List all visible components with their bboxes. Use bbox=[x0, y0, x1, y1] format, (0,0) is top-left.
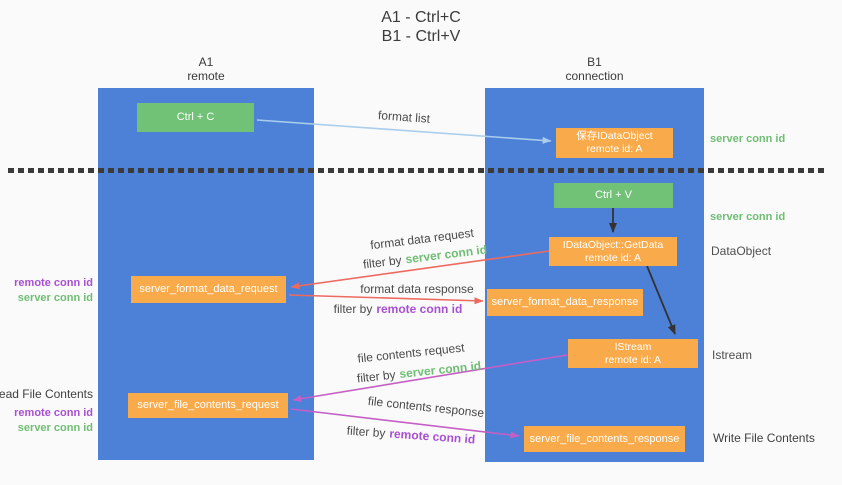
side-label-istream: Istream bbox=[712, 348, 753, 362]
node-idataobject-getdata-line2: remote id: A bbox=[584, 251, 642, 264]
lane-a1-role: remote bbox=[187, 69, 225, 83]
node-idataobject-getdata-line1: IDataObject::GetData bbox=[562, 238, 664, 251]
lane-a1-name: A1 bbox=[198, 55, 214, 69]
side-label-server-conn-id-format: server conn id bbox=[17, 292, 93, 304]
node-server-format-data-request: server_format_data_request bbox=[131, 276, 286, 303]
node-ctrl-v: Ctrl + V bbox=[554, 183, 673, 208]
node-ctrl-c: Ctrl + C bbox=[137, 103, 254, 132]
side-label-dataobject: DataObject bbox=[711, 244, 772, 258]
title-line-b1: B1 - Ctrl+V bbox=[381, 28, 461, 45]
filter-by-text: filter by bbox=[346, 423, 386, 441]
edge-label-format-data-response: format data response bbox=[360, 282, 474, 296]
node-save-idataobject-line2: remote id: A bbox=[586, 143, 643, 155]
filter-by-text: filter by bbox=[362, 252, 403, 272]
title-line-a1: A1 - Ctrl+C bbox=[381, 9, 461, 26]
node-server-file-contents-request: server_file_contents_request bbox=[128, 393, 288, 418]
node-ctrl-c-label: Ctrl + C bbox=[176, 111, 215, 123]
dotted-separator-line bbox=[8, 168, 825, 173]
diagram-title: A1 - Ctrl+C B1 - Ctrl+V bbox=[301, 8, 541, 46]
side-label-remote-conn-id-format: remote conn id bbox=[14, 277, 93, 289]
lane-b1-role: connection bbox=[565, 69, 624, 83]
node-istream-line2: remote id: A bbox=[604, 353, 662, 366]
lane-b1-name: B1 bbox=[587, 55, 602, 69]
lane-header-b1: B1 connection bbox=[485, 55, 704, 83]
node-save-idataobject: 保存IDataObject remote id: A bbox=[556, 128, 673, 158]
node-server-file-contents-response-label: server_file_contents_response bbox=[529, 432, 680, 445]
remote-conn-id-text: remote conn id bbox=[376, 302, 463, 316]
filter-by-text: filter by bbox=[356, 367, 397, 386]
filter-by-text: filter by bbox=[333, 302, 373, 316]
edge-label-file-contents-response: file contents response bbox=[367, 393, 485, 421]
node-server-format-data-response: server_format_data_response bbox=[487, 289, 643, 316]
side-label-remote-conn-id-file: remote conn id bbox=[14, 407, 93, 419]
node-save-idataobject-line1: 保存IDataObject bbox=[576, 130, 653, 142]
lane-header-a1: A1 remote bbox=[98, 55, 314, 83]
node-istream: IStream remote id: A bbox=[568, 339, 698, 368]
remote-conn-id-text: remote conn id bbox=[388, 426, 476, 447]
side-label-server-conn-id-file: server conn id bbox=[17, 422, 93, 434]
node-idataobject-getdata: IDataObject::GetData remote id: A bbox=[549, 237, 677, 266]
node-server-file-contents-request-label: server_file_contents_request bbox=[137, 399, 279, 411]
side-label-server-conn-id-mid: server conn id bbox=[710, 211, 786, 223]
server-conn-id-text: server conn id bbox=[398, 358, 482, 382]
side-label-read-file-contents: Read File Contents bbox=[0, 387, 93, 401]
node-server-format-data-response-label: server_format_data_response bbox=[491, 296, 639, 308]
node-ctrl-v-label: Ctrl + V bbox=[595, 189, 632, 201]
side-label-write-file-contents: Write File Contents bbox=[713, 431, 815, 445]
side-label-server-conn-id-top: server conn id bbox=[710, 133, 786, 145]
edge-label-format-list: format list bbox=[377, 108, 431, 126]
node-server-format-data-request-label: server_format_data_request bbox=[139, 283, 278, 295]
node-server-file-contents-response: server_file_contents_response bbox=[524, 426, 685, 452]
node-istream-line1: IStream bbox=[614, 340, 652, 353]
